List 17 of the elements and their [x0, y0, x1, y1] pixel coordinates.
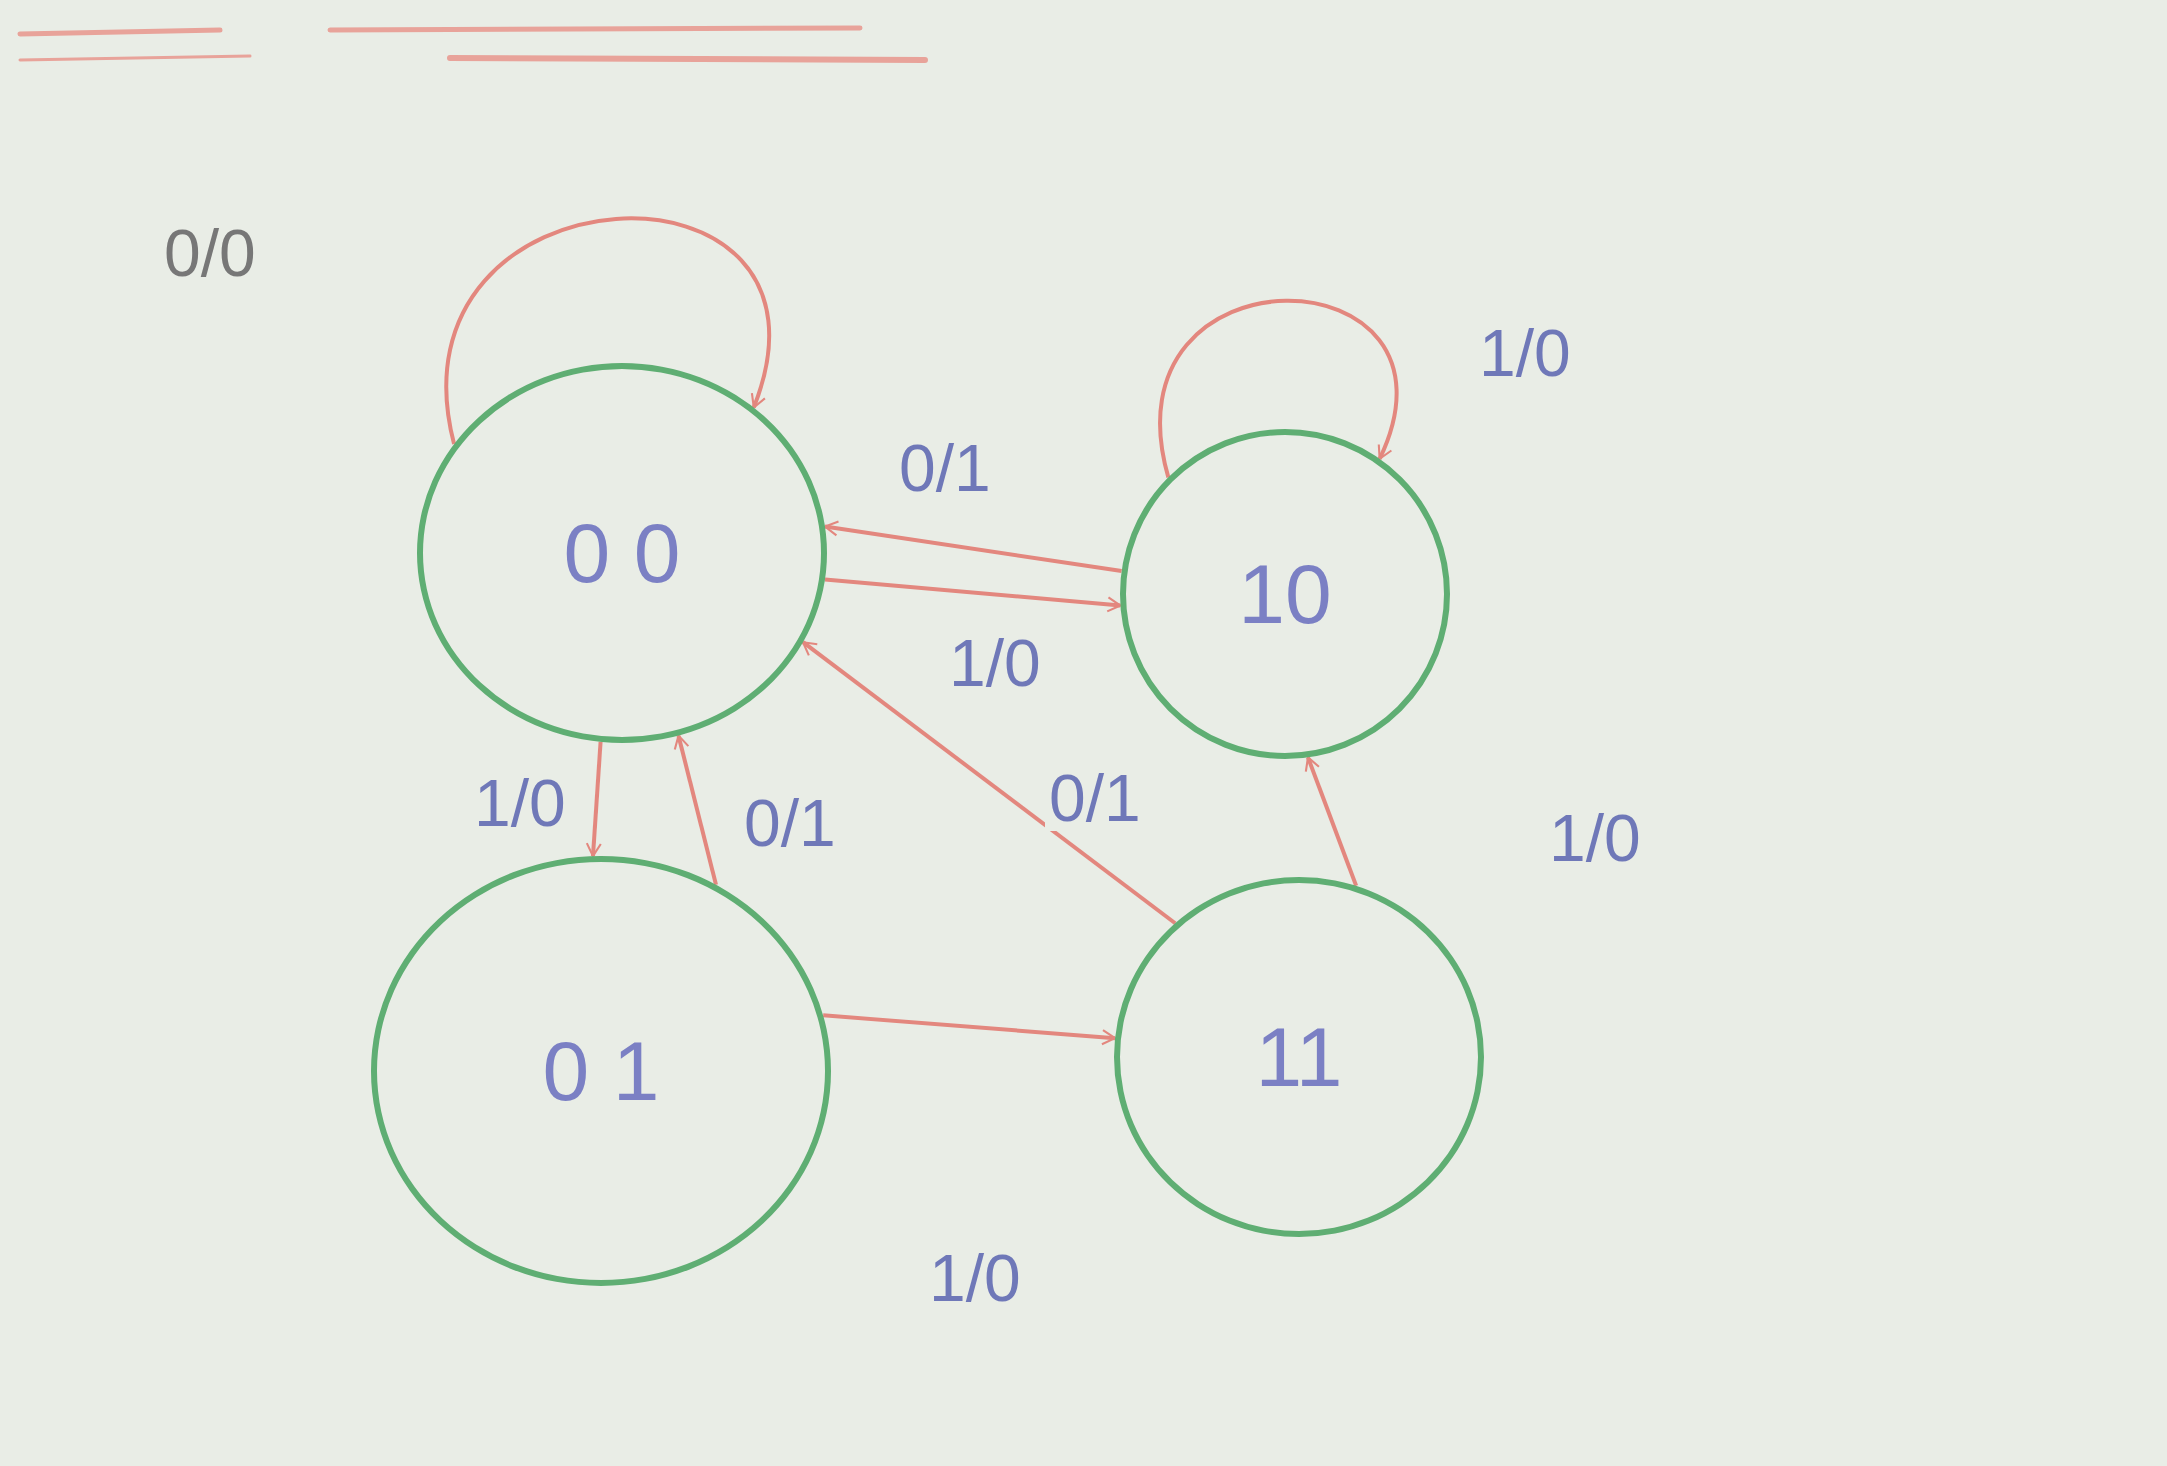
transition-arrow [1158, 299, 1398, 478]
transition-arrow [444, 217, 771, 445]
transition-arrow [673, 734, 718, 886]
transition-arrow [823, 520, 1122, 573]
state-label: 0 0 [563, 504, 681, 602]
state-label: 0 1 [542, 1022, 660, 1120]
transition-arrow [824, 577, 1122, 613]
state-circle [1120, 429, 1450, 759]
transition-arrow [823, 1013, 1117, 1046]
state-label: 11 [1255, 1008, 1343, 1106]
transition-arrow [1304, 756, 1359, 887]
state-circle [417, 363, 827, 743]
state-label: 10 [1238, 545, 1332, 643]
state-circle [1114, 877, 1484, 1237]
state-circle [371, 856, 831, 1286]
transition-arrow [801, 640, 1177, 925]
transition-arrow [585, 741, 603, 858]
